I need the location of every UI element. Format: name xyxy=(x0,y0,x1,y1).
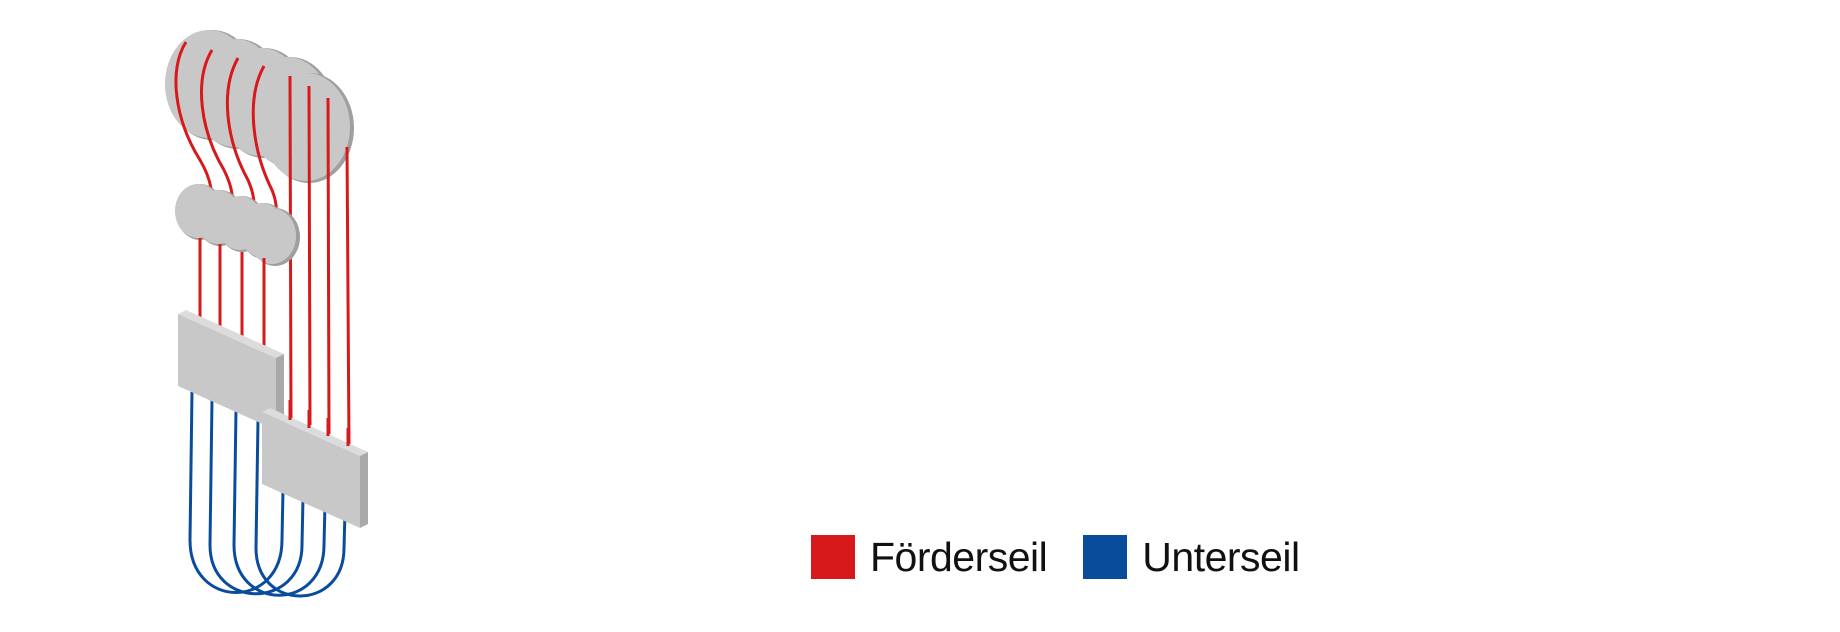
foerderseil-label: Förderseil xyxy=(870,534,1048,580)
tail-rope xyxy=(208,399,305,596)
hoist-rope xyxy=(345,146,351,445)
legend-item-foerderseil: Förderseil xyxy=(811,534,1048,580)
foerderseil-swatch xyxy=(811,535,855,579)
hoist-rope xyxy=(307,85,312,426)
rope-attachments xyxy=(288,400,350,446)
hoist-rope xyxy=(326,97,331,435)
hoist-ropes-lower xyxy=(198,238,266,352)
unterseil-swatch xyxy=(1083,535,1128,579)
left-conveyance xyxy=(178,310,284,430)
legend-item-unterseil: Unterseil xyxy=(1083,534,1300,580)
head-sheave xyxy=(262,73,350,181)
unterseil-label: Unterseil xyxy=(1142,534,1300,580)
right-conveyance xyxy=(262,408,368,528)
deflection-sheave xyxy=(248,208,296,264)
deflection-sheaves xyxy=(175,184,300,266)
tail-ropes xyxy=(188,391,347,598)
tail-rope xyxy=(188,391,285,594)
tail-rope xyxy=(254,419,347,598)
legend: Förderseil Unterseil xyxy=(811,535,1336,579)
tail-rope xyxy=(232,409,327,597)
